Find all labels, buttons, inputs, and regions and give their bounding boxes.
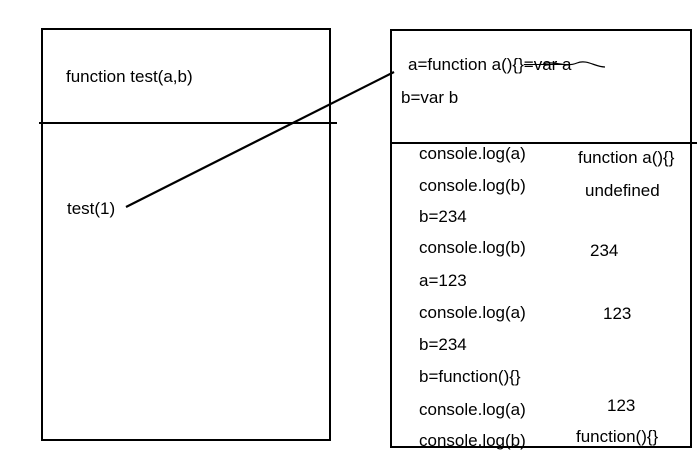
- row-output: 123: [603, 304, 632, 323]
- ao-line-a-struck: =var a: [523, 55, 572, 74]
- ao-line-a-text: a=function a(){}: [408, 55, 524, 74]
- ao-line-a: a=function a(){}=var a: [408, 56, 572, 73]
- row-output: function a(){}: [578, 148, 675, 167]
- call-connector-line: [125, 71, 395, 208]
- function-call-label: test(1): [67, 199, 116, 218]
- activation-object-box: [390, 29, 692, 448]
- strike-scribble: [542, 61, 606, 68]
- row-code: console.log(b): [419, 238, 526, 257]
- row-code: console.log(b): [419, 176, 526, 195]
- function-declaration-label: function test(a,b): [66, 67, 193, 86]
- row-output: 123: [607, 396, 636, 415]
- row-code: b=234: [419, 207, 467, 226]
- row-code: b=234: [419, 335, 467, 354]
- row-output: function(){}: [576, 427, 659, 446]
- row-code: b=function(){}: [419, 367, 521, 386]
- row-code: console.log(a): [419, 303, 526, 322]
- row-code: console.log(a): [419, 144, 526, 163]
- ao-line-b: b=var b: [401, 88, 459, 107]
- function-scope-box: [41, 28, 331, 441]
- row-code: a=123: [419, 271, 467, 290]
- row-output: undefined: [585, 181, 660, 200]
- row-code: console.log(b): [419, 431, 526, 450]
- row-output: 234: [590, 241, 619, 260]
- row-code: console.log(a): [419, 400, 526, 419]
